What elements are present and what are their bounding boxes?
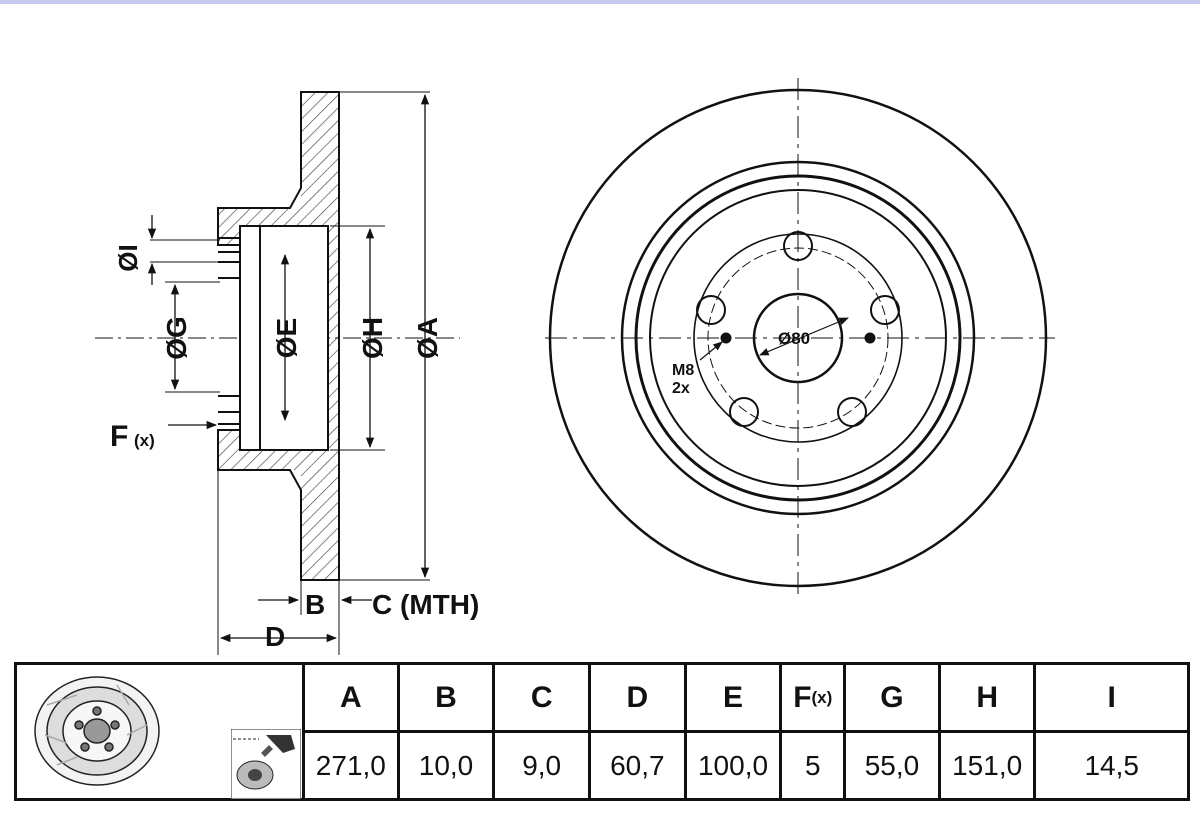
label-f: F <box>110 420 128 453</box>
spec-header-b: B <box>399 665 493 733</box>
label-dia-g: ØG <box>161 316 192 360</box>
spec-value-d: 60,7 <box>610 749 665 781</box>
label-dia-a: ØA <box>412 317 443 359</box>
label-dia-h: ØH <box>357 317 388 359</box>
spec-column-e: E 100,0 <box>686 665 783 798</box>
brake-disc-icon <box>34 676 160 786</box>
spec-value-f: 5 <box>804 749 821 781</box>
spec-header-label: G <box>880 680 904 714</box>
spec-header-label: B <box>435 680 457 714</box>
spec-value-h: 151,0 <box>952 749 1023 781</box>
label-f-sub: (x) <box>134 431 155 450</box>
label-bore-dia: Ø80 <box>778 329 810 348</box>
label-c-mth: C (MTH) <box>372 589 479 620</box>
label-thread-qty: 2x <box>672 380 690 397</box>
spec-header-label: I <box>1107 680 1116 714</box>
spec-header-label: H <box>976 680 998 714</box>
spec-header-i: I <box>1036 665 1187 733</box>
side-section-view <box>95 91 460 655</box>
bolt-circle <box>707 247 889 429</box>
label-thread: M8 <box>672 362 694 379</box>
spec-header-c: C <box>495 665 589 733</box>
spec-header-e: E <box>686 665 780 733</box>
spec-header-d: D <box>591 665 684 733</box>
spec-header-sub: (x) <box>811 687 833 707</box>
spec-column-h: H 151,0 <box>940 665 1037 798</box>
spec-header-f: F(x) <box>782 665 844 733</box>
spec-value-g: 55,0 <box>864 749 920 781</box>
thread-hole-left <box>720 332 732 344</box>
thread-leader <box>699 341 723 361</box>
thread-hole-right <box>864 332 876 344</box>
label-b: B <box>305 589 325 620</box>
label-dia-i: ØI <box>113 244 143 271</box>
stud-hole-4 <box>729 397 759 427</box>
spec-header-label: E <box>723 680 744 714</box>
hat-inner-wall <box>649 189 947 487</box>
bolt-spray-icon <box>231 729 301 799</box>
spec-header-label: A <box>340 680 362 714</box>
top-accent-bar <box>0 0 1200 4</box>
spec-column-g: G 55,0 <box>846 665 941 798</box>
stud-hole-2 <box>870 295 900 325</box>
stud-hole-5 <box>696 295 726 325</box>
spec-header-label: D <box>626 680 649 714</box>
friction-inner-edge <box>620 160 976 516</box>
front-view <box>545 78 1055 600</box>
spec-value-i: 14,5 <box>1084 749 1139 781</box>
spec-header-g: G <box>846 665 938 733</box>
spec-value-c: 9,0 <box>522 749 562 781</box>
label-dia-e: ØE <box>271 318 302 358</box>
disc-outer-edge <box>548 88 1048 588</box>
label-d: D <box>265 621 285 652</box>
hat-outer-wall <box>634 174 962 502</box>
spec-column-d: D 60,7 <box>591 665 687 798</box>
spec-column-i: I 14,5 <box>1036 665 1187 798</box>
spec-table: A 271,0 B 10,0 C 9,0 D 60,7 E 100,0 F(x) 5 G 55,0 H 151… <box>14 662 1190 801</box>
spec-column-c: C 9,0 <box>495 665 592 798</box>
spec-header-a: A <box>305 665 397 733</box>
thumbnail-cell <box>17 665 305 799</box>
spec-column-b: B 10,0 <box>399 665 496 798</box>
stud-hole-3 <box>837 397 867 427</box>
spec-header-label: F <box>793 680 812 714</box>
section-outline <box>217 91 340 581</box>
spec-column-f: F(x) 5 <box>782 665 847 798</box>
spec-value-b: 10,0 <box>418 749 474 781</box>
spec-header-h: H <box>940 665 1034 733</box>
spec-value-e: 100,0 <box>697 749 769 781</box>
stud-hole-1 <box>783 231 813 261</box>
spec-value-a: 271,0 <box>315 749 386 781</box>
hub-face <box>693 233 903 443</box>
spec-column-a: A 271,0 <box>305 665 400 798</box>
bore-dim-line <box>759 317 849 356</box>
spec-header-label: C <box>530 680 553 714</box>
